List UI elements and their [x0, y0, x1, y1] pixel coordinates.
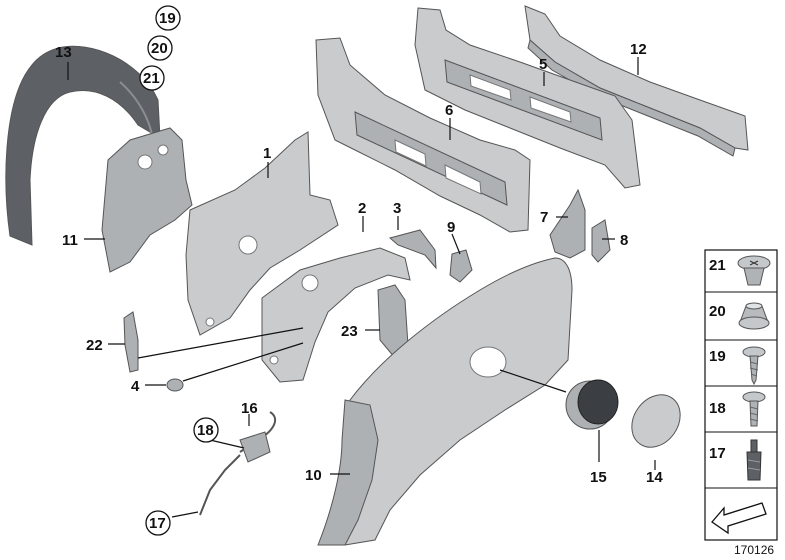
part-12-rail — [524, 5, 749, 157]
part-8-bracket — [591, 219, 611, 263]
part-16-release-cable — [199, 411, 277, 516]
part-15-fuel-filler — [565, 379, 619, 430]
callout-1: 1 — [263, 145, 271, 162]
callout-23: 23 — [341, 323, 358, 340]
callout-10: 10 — [305, 467, 322, 484]
legend-number-17: 17 — [709, 445, 726, 462]
direction-arrow-icon — [711, 502, 767, 535]
callout-21: 21 — [143, 70, 160, 87]
callout-15: 15 — [590, 469, 607, 486]
sheet-metal-screw-icon — [742, 346, 766, 386]
callout-17: 17 — [149, 515, 166, 532]
part-6-rear-panel — [315, 37, 531, 233]
callout-22: 22 — [86, 337, 103, 354]
part-4-plug — [166, 378, 184, 392]
part-1-wheelhouse — [185, 131, 339, 336]
legend-number-18: 18 — [709, 400, 726, 417]
part-5-crossmember — [414, 7, 641, 189]
circled-callouts: 19 20 21 18 17 — [139, 5, 219, 536]
collar-screw-icon — [742, 391, 766, 427]
callout-3: 3 — [393, 200, 401, 217]
part-14-fuel-flap — [631, 394, 681, 448]
part-11-inner-panel — [101, 127, 193, 273]
callout-4: 4 — [131, 378, 140, 395]
legend-number-19: 19 — [709, 348, 726, 365]
callout-6: 6 — [445, 102, 453, 119]
cap-nut-icon — [738, 302, 770, 330]
part-9-small-bracket — [449, 249, 473, 283]
reference-id: 170126 — [734, 543, 774, 557]
callout-13: 13 — [55, 44, 72, 61]
callout-14: 14 — [646, 469, 663, 486]
callout-18: 18 — [197, 422, 214, 439]
legend-number-21: 21 — [709, 257, 726, 274]
leader-lines — [67, 57, 656, 518]
callout-19: 19 — [159, 10, 176, 27]
expanding-rivet-icon — [746, 439, 762, 481]
part-2-wheelhouse-outer — [261, 247, 411, 383]
callout-5: 5 — [539, 56, 547, 73]
callout-8: 8 — [620, 232, 628, 249]
callout-20: 20 — [151, 40, 168, 57]
callout-16: 16 — [241, 400, 258, 417]
callout-11: 11 — [62, 232, 78, 249]
fastener-legend: 21 20 19 18 17 — [704, 249, 778, 541]
callouts: 13 11 1 2 3 6 5 12 9 7 8 22 4 23 10 15 1… — [55, 41, 663, 486]
callout-7: 7 — [540, 209, 548, 226]
callout-12: 12 — [630, 41, 647, 58]
legend-number-20: 20 — [709, 303, 726, 320]
part-7-bracket — [549, 188, 586, 259]
part-22-plate — [123, 311, 139, 373]
part-3-bracket — [388, 229, 437, 270]
callout-9: 9 — [447, 219, 455, 236]
part-10-side-panel — [317, 257, 573, 546]
trim-clip-icon — [737, 255, 771, 286]
callout-2: 2 — [358, 200, 366, 217]
